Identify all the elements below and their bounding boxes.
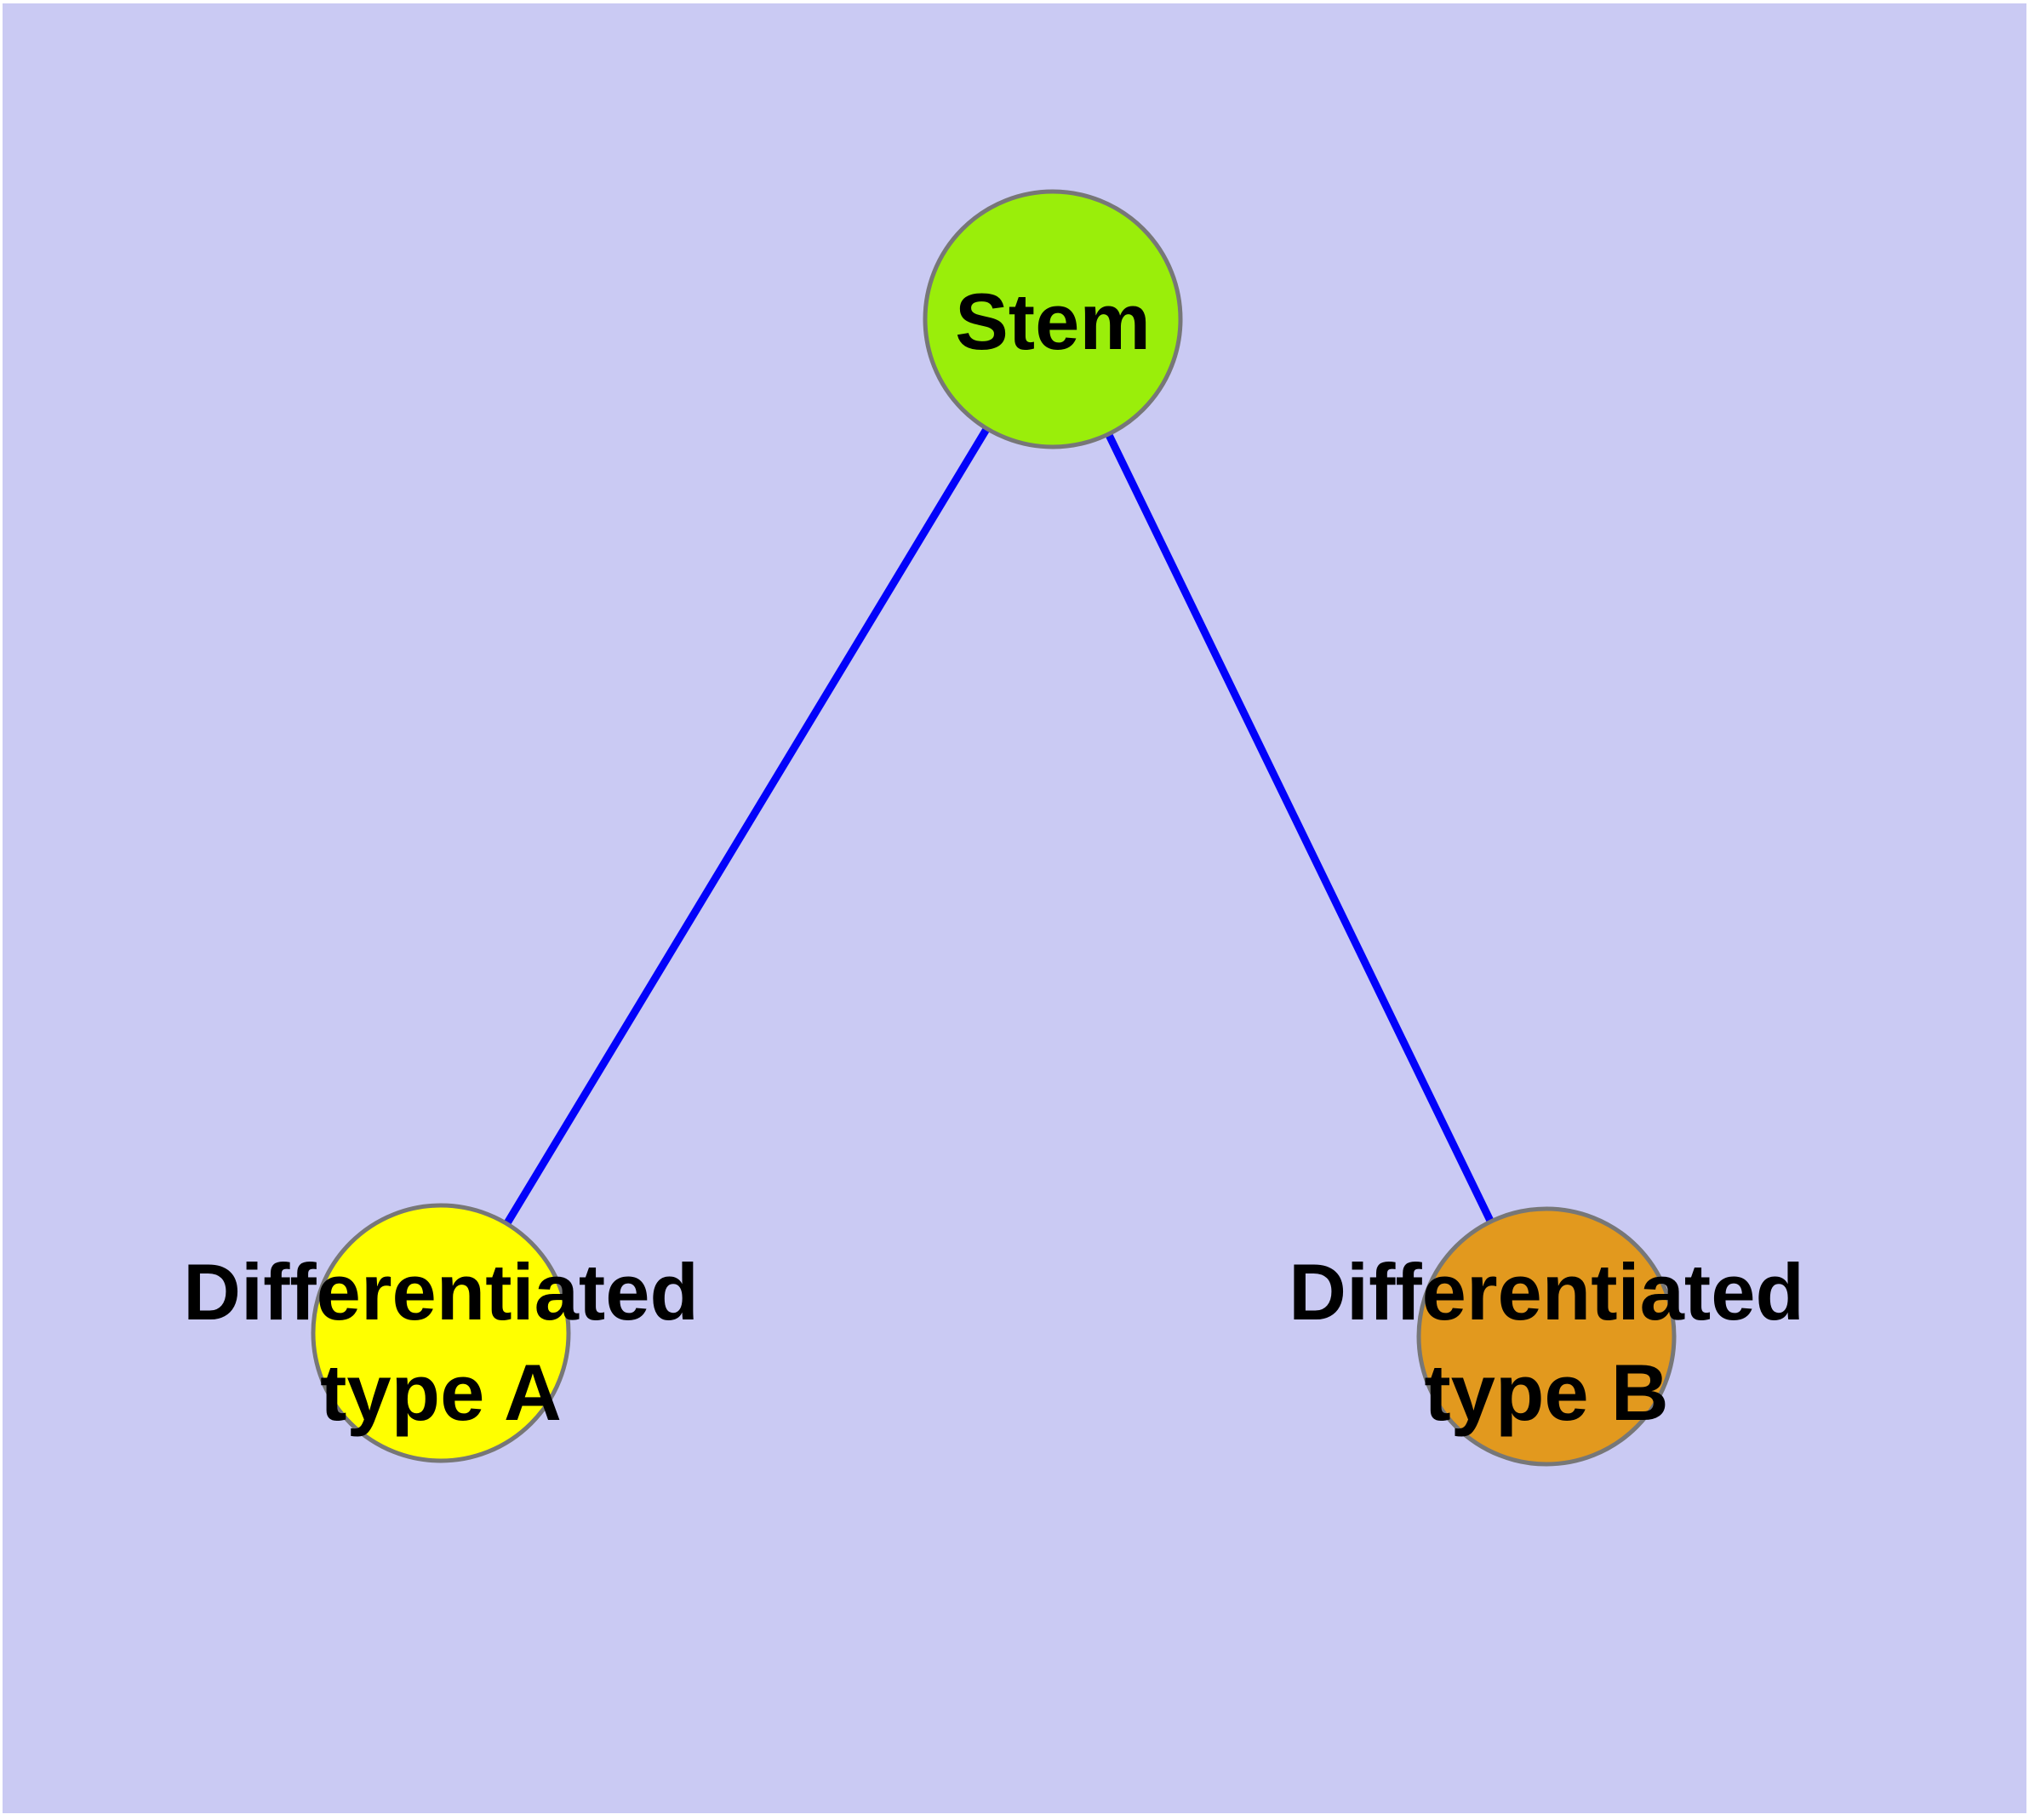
type-a-node <box>311 1203 571 1463</box>
edge-group <box>437 317 1551 1338</box>
stem-node <box>923 189 1183 449</box>
label-group: Stem Differentiated type A Differentiate… <box>183 277 1804 1437</box>
edge-stem-to-type-a <box>437 317 1056 1336</box>
type-a-label-line1: Differentiated <box>183 1247 699 1336</box>
edge-stem-to-type-b <box>1049 318 1551 1338</box>
type-b-label-line1: Differentiated <box>1289 1247 1804 1336</box>
type-a-label-line2: type A <box>320 1348 562 1437</box>
node-group <box>311 189 1677 1467</box>
type-b-label-line2: type B <box>1424 1348 1668 1437</box>
stem-node-label: Stem <box>955 277 1151 366</box>
type-b-node <box>1416 1206 1677 1467</box>
